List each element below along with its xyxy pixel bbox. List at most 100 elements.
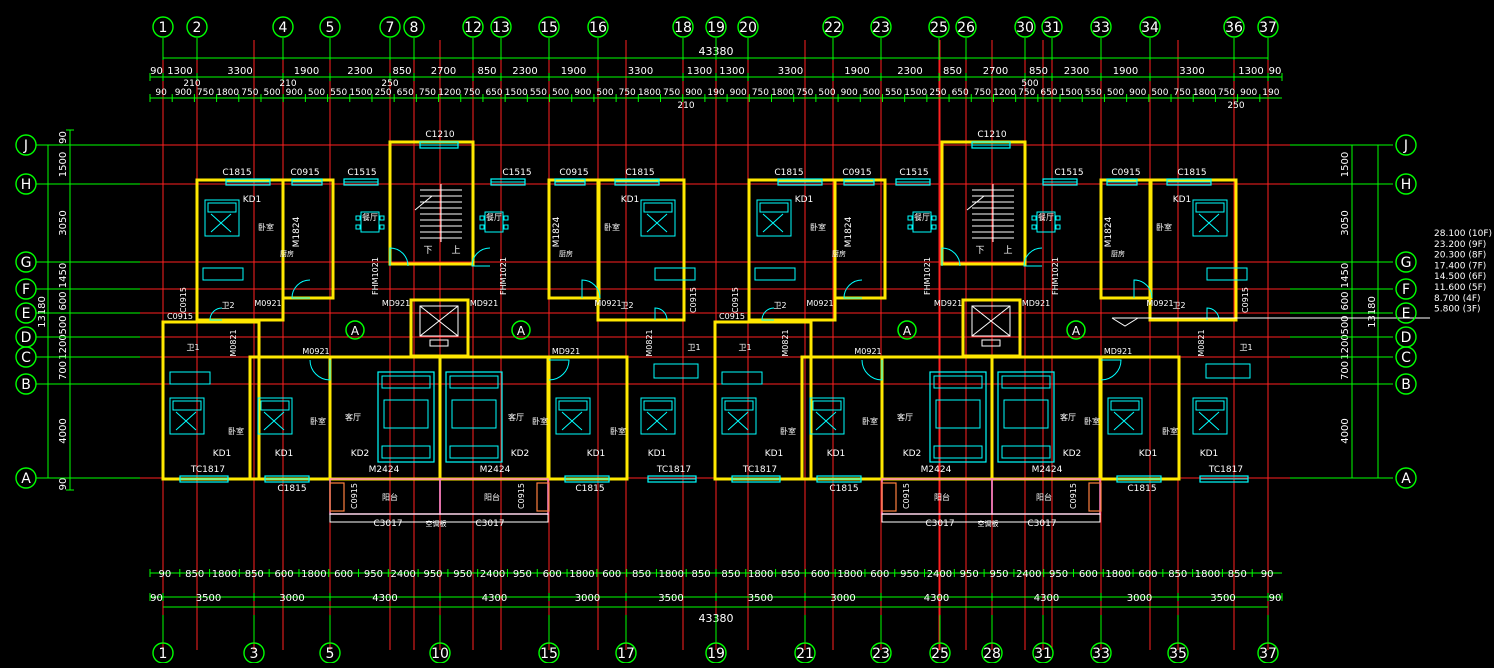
- axis-bubble-right-circle: [1395, 302, 1417, 324]
- top-dims-row2-value: 1500: [505, 88, 528, 98]
- bottom-dims-row1-value: 1800: [1195, 569, 1220, 580]
- label-c0915: C0915: [290, 168, 319, 178]
- axis-bubble-top-circle: [319, 16, 341, 38]
- top-dims-row2-value: 500: [818, 88, 835, 98]
- dining-chair: [907, 215, 913, 221]
- label-bedroom: 卧室: [258, 222, 274, 232]
- label-kd1: KD1: [243, 195, 262, 205]
- top-dims-row2-value: 900: [286, 88, 303, 98]
- label-md921: MD921: [1022, 299, 1050, 308]
- axis-bubble-right-circle: [1395, 346, 1417, 368]
- label-toilet-2: 卫2: [1172, 301, 1185, 310]
- bottom-dims-row2-value: 4300: [372, 593, 397, 604]
- axis-bubble-right-label: J: [1403, 138, 1408, 154]
- dining-table: [912, 211, 932, 233]
- label-kd1: KD1: [765, 449, 784, 459]
- label-c1815: C1815: [222, 168, 251, 178]
- dining-chair: [1055, 215, 1061, 221]
- bed-pillow: [260, 400, 290, 411]
- axis-bubble-top-circle: [152, 16, 174, 38]
- bed-south-3: [1107, 397, 1143, 435]
- dining-chair: [931, 224, 937, 230]
- axis-bubble-top-circle: [955, 16, 977, 38]
- sofa-back: [381, 375, 431, 389]
- dining-chair: [355, 215, 361, 221]
- bottom-dims-row1-value: 1800: [748, 569, 773, 580]
- axis-bubble-bottom-label: 23: [872, 646, 890, 662]
- bottom-dims-row1-value: 1800: [1105, 569, 1130, 580]
- axis-bubble-top-circle: [587, 16, 609, 38]
- door-swing: [581, 279, 601, 299]
- axis-bubble-top-label: 30: [1016, 20, 1034, 36]
- label-c3017: C3017: [925, 519, 954, 529]
- left-dims-value: 1200: [58, 334, 69, 359]
- axis-bubble-top-label: 1: [159, 20, 168, 36]
- label-toilet-2: 卫2: [221, 301, 234, 310]
- axis-bubble-right-label: H: [1401, 177, 1412, 193]
- sofa-back: [933, 375, 983, 389]
- right-dims-value: 4000: [1340, 418, 1351, 443]
- bed-south-1: [721, 397, 757, 435]
- bed-north-left: [204, 199, 240, 237]
- door-swing: [861, 359, 883, 381]
- axis-bubble-right-circle: [1395, 251, 1417, 273]
- top-dims-row2-value: 190: [1262, 88, 1279, 98]
- axis-bubble-left-circle: [15, 346, 37, 368]
- axis-bubble-top-circle: [705, 16, 727, 38]
- axis-bubble-top-label: 20: [739, 20, 757, 36]
- axis-bubble-top-circle: [462, 16, 484, 38]
- top-dims-row1-value: 850: [392, 66, 411, 77]
- label-bedroom: 卧室: [1162, 426, 1178, 436]
- right-dims-value: 1450: [1340, 263, 1351, 288]
- bottom-dims-row1-value: 90: [1261, 569, 1274, 580]
- stair-arrow: [966, 195, 985, 211]
- axis-bubble-left-label: J: [23, 138, 28, 154]
- dining-chair: [379, 224, 385, 230]
- label-kd1: KD1: [275, 449, 294, 459]
- bed-north-left: [756, 199, 792, 237]
- axis-bubble-top-circle: [928, 16, 950, 38]
- bottom-dims-row2-value: 3000: [279, 593, 304, 604]
- bottom-dims-row1-value: 600: [543, 569, 562, 580]
- dining-table: [360, 211, 380, 233]
- bottom-dims-row1-value: 950: [364, 569, 383, 580]
- label-m0921: M0921: [302, 347, 329, 356]
- label-c1815: C1815: [575, 484, 604, 494]
- dining-chair: [479, 215, 485, 221]
- label-kd2: KD2: [351, 449, 370, 459]
- label-m0921: M0921: [806, 299, 833, 308]
- label-md921: MD921: [1104, 347, 1132, 356]
- elevator-door: [981, 339, 1001, 347]
- top-dims-row1-value: 2300: [512, 66, 537, 77]
- ac-unit-left: [329, 482, 345, 512]
- label-m1824: M1824: [1104, 216, 1114, 247]
- top-dims-row2-value: 750: [1218, 88, 1235, 98]
- label-m1824: M1824: [552, 216, 562, 247]
- axis-bubble-top-label: 8: [410, 20, 419, 36]
- top-dims-row2-value: 250: [374, 88, 391, 98]
- bed-pillow: [759, 202, 789, 213]
- top-dims-row2-value: 1800: [638, 88, 661, 98]
- top-dims-row2-value: 550: [530, 88, 547, 98]
- label-ac-slot: 空调板: [978, 519, 999, 528]
- door-swing: [1133, 279, 1153, 299]
- left-dims-value: 700: [58, 361, 69, 380]
- left-dims-value: 1500: [58, 152, 69, 177]
- label-tc1817: TC1817: [656, 465, 691, 475]
- stair-up-label: 上: [451, 245, 460, 256]
- label-md921: MD921: [382, 299, 410, 308]
- axis-bubble-top-label: 12: [464, 20, 482, 36]
- wall-elevator: [409, 298, 470, 358]
- axis-bubble-bottom-label: 17: [617, 646, 635, 662]
- elevation-label: 14.500 (6F): [1434, 272, 1486, 282]
- sofa-set: [929, 371, 987, 463]
- bathroom-vanity: [721, 371, 763, 385]
- top-dims-row1-value: 1900: [1113, 66, 1138, 77]
- top-dims-row1-value: 1300: [719, 66, 744, 77]
- bed-pillow: [207, 202, 237, 213]
- label-dining: 餐厅: [486, 213, 502, 222]
- axis-bubble-bottom-label: 19: [707, 646, 725, 662]
- axis-bubble-bottom-label: 3: [250, 646, 259, 662]
